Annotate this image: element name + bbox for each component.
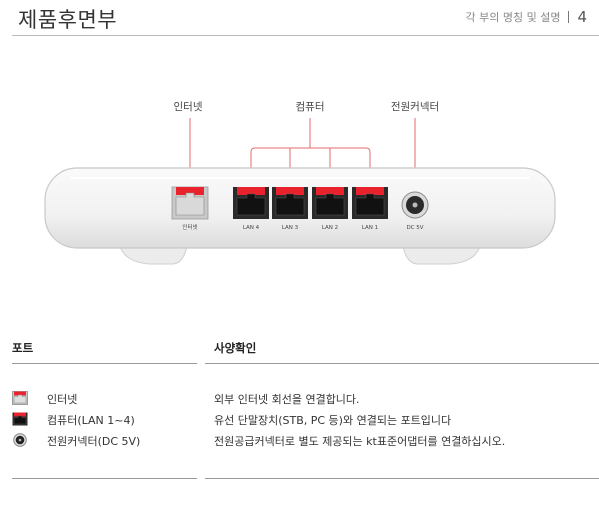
page-number: 4	[577, 8, 587, 26]
header-separator	[568, 11, 570, 23]
port-label-lan4: LAN 4	[243, 225, 260, 231]
column-header-spec: 사양확인	[214, 341, 257, 355]
callout-bracket-computer	[250, 147, 371, 158]
column-header-port: 포트	[12, 341, 34, 355]
port-spec: 외부 인터넷 회선을 연결합니다.	[214, 393, 360, 406]
lan-port-icon	[12, 412, 28, 426]
port-label-lan3: LAN 3	[282, 225, 299, 231]
lan-4-port	[233, 187, 269, 219]
port-label-lan1: LAN 1	[362, 225, 378, 231]
lan-2-port	[312, 187, 348, 219]
section-subtitle: 각 부의 명칭 및 설명	[465, 11, 561, 24]
port-label-dc5v: DC 5V	[406, 225, 423, 231]
port-spec: 전원공급커넥터로 별도 제공되는 kt표준어댑터를 연결하십시오.	[214, 435, 506, 448]
table-header-divider-left	[12, 363, 197, 364]
lan-3-port	[272, 187, 308, 219]
table-row: 전원커넥터(DC 5V) 전원공급커넥터로 별도 제공되는 kt표준어댑터를 연…	[0, 431, 599, 451]
callout-internet: 인터넷	[174, 101, 203, 113]
callout-power: 전원커넥터	[391, 101, 439, 113]
internet-port-icon	[12, 391, 28, 405]
internet-port	[171, 186, 209, 220]
header-divider	[12, 35, 599, 36]
port-name: 전원커넥터(DC 5V)	[47, 435, 141, 448]
table-header-divider-right	[205, 363, 599, 364]
table-bottom-divider-right	[205, 478, 599, 479]
port-label-lan2: LAN 2	[322, 225, 338, 231]
port-label-internet: 인터넷	[182, 223, 197, 231]
page-title: 제품후면부	[18, 8, 118, 32]
page-header-meta: 각 부의 명칭 및 설명 4	[466, 8, 588, 26]
internet-port-socket	[175, 192, 205, 216]
port-name: 컴퓨터(LAN 1~4)	[47, 414, 135, 427]
table-row: 컴퓨터(LAN 1~4) 유선 단말장치(STB, PC 등)와 연결되는 포트…	[0, 410, 599, 430]
table-bottom-divider-left	[12, 478, 197, 479]
callout-computer: 컴퓨터	[296, 101, 325, 113]
internet-port-tab	[176, 187, 204, 195]
rear-panel-diagram: 인터넷 컴퓨터 전원커넥터	[44, 101, 556, 265]
port-spec: 유선 단말장치(STB, PC 등)와 연결되는 포트입니다	[214, 414, 452, 427]
port-name: 인터넷	[47, 393, 78, 406]
power-connector-icon	[13, 433, 27, 447]
table-row: 인터넷 외부 인터넷 회선을 연결합니다.	[0, 389, 599, 409]
dc-power-port	[401, 191, 429, 219]
lan-1-port	[352, 187, 388, 219]
